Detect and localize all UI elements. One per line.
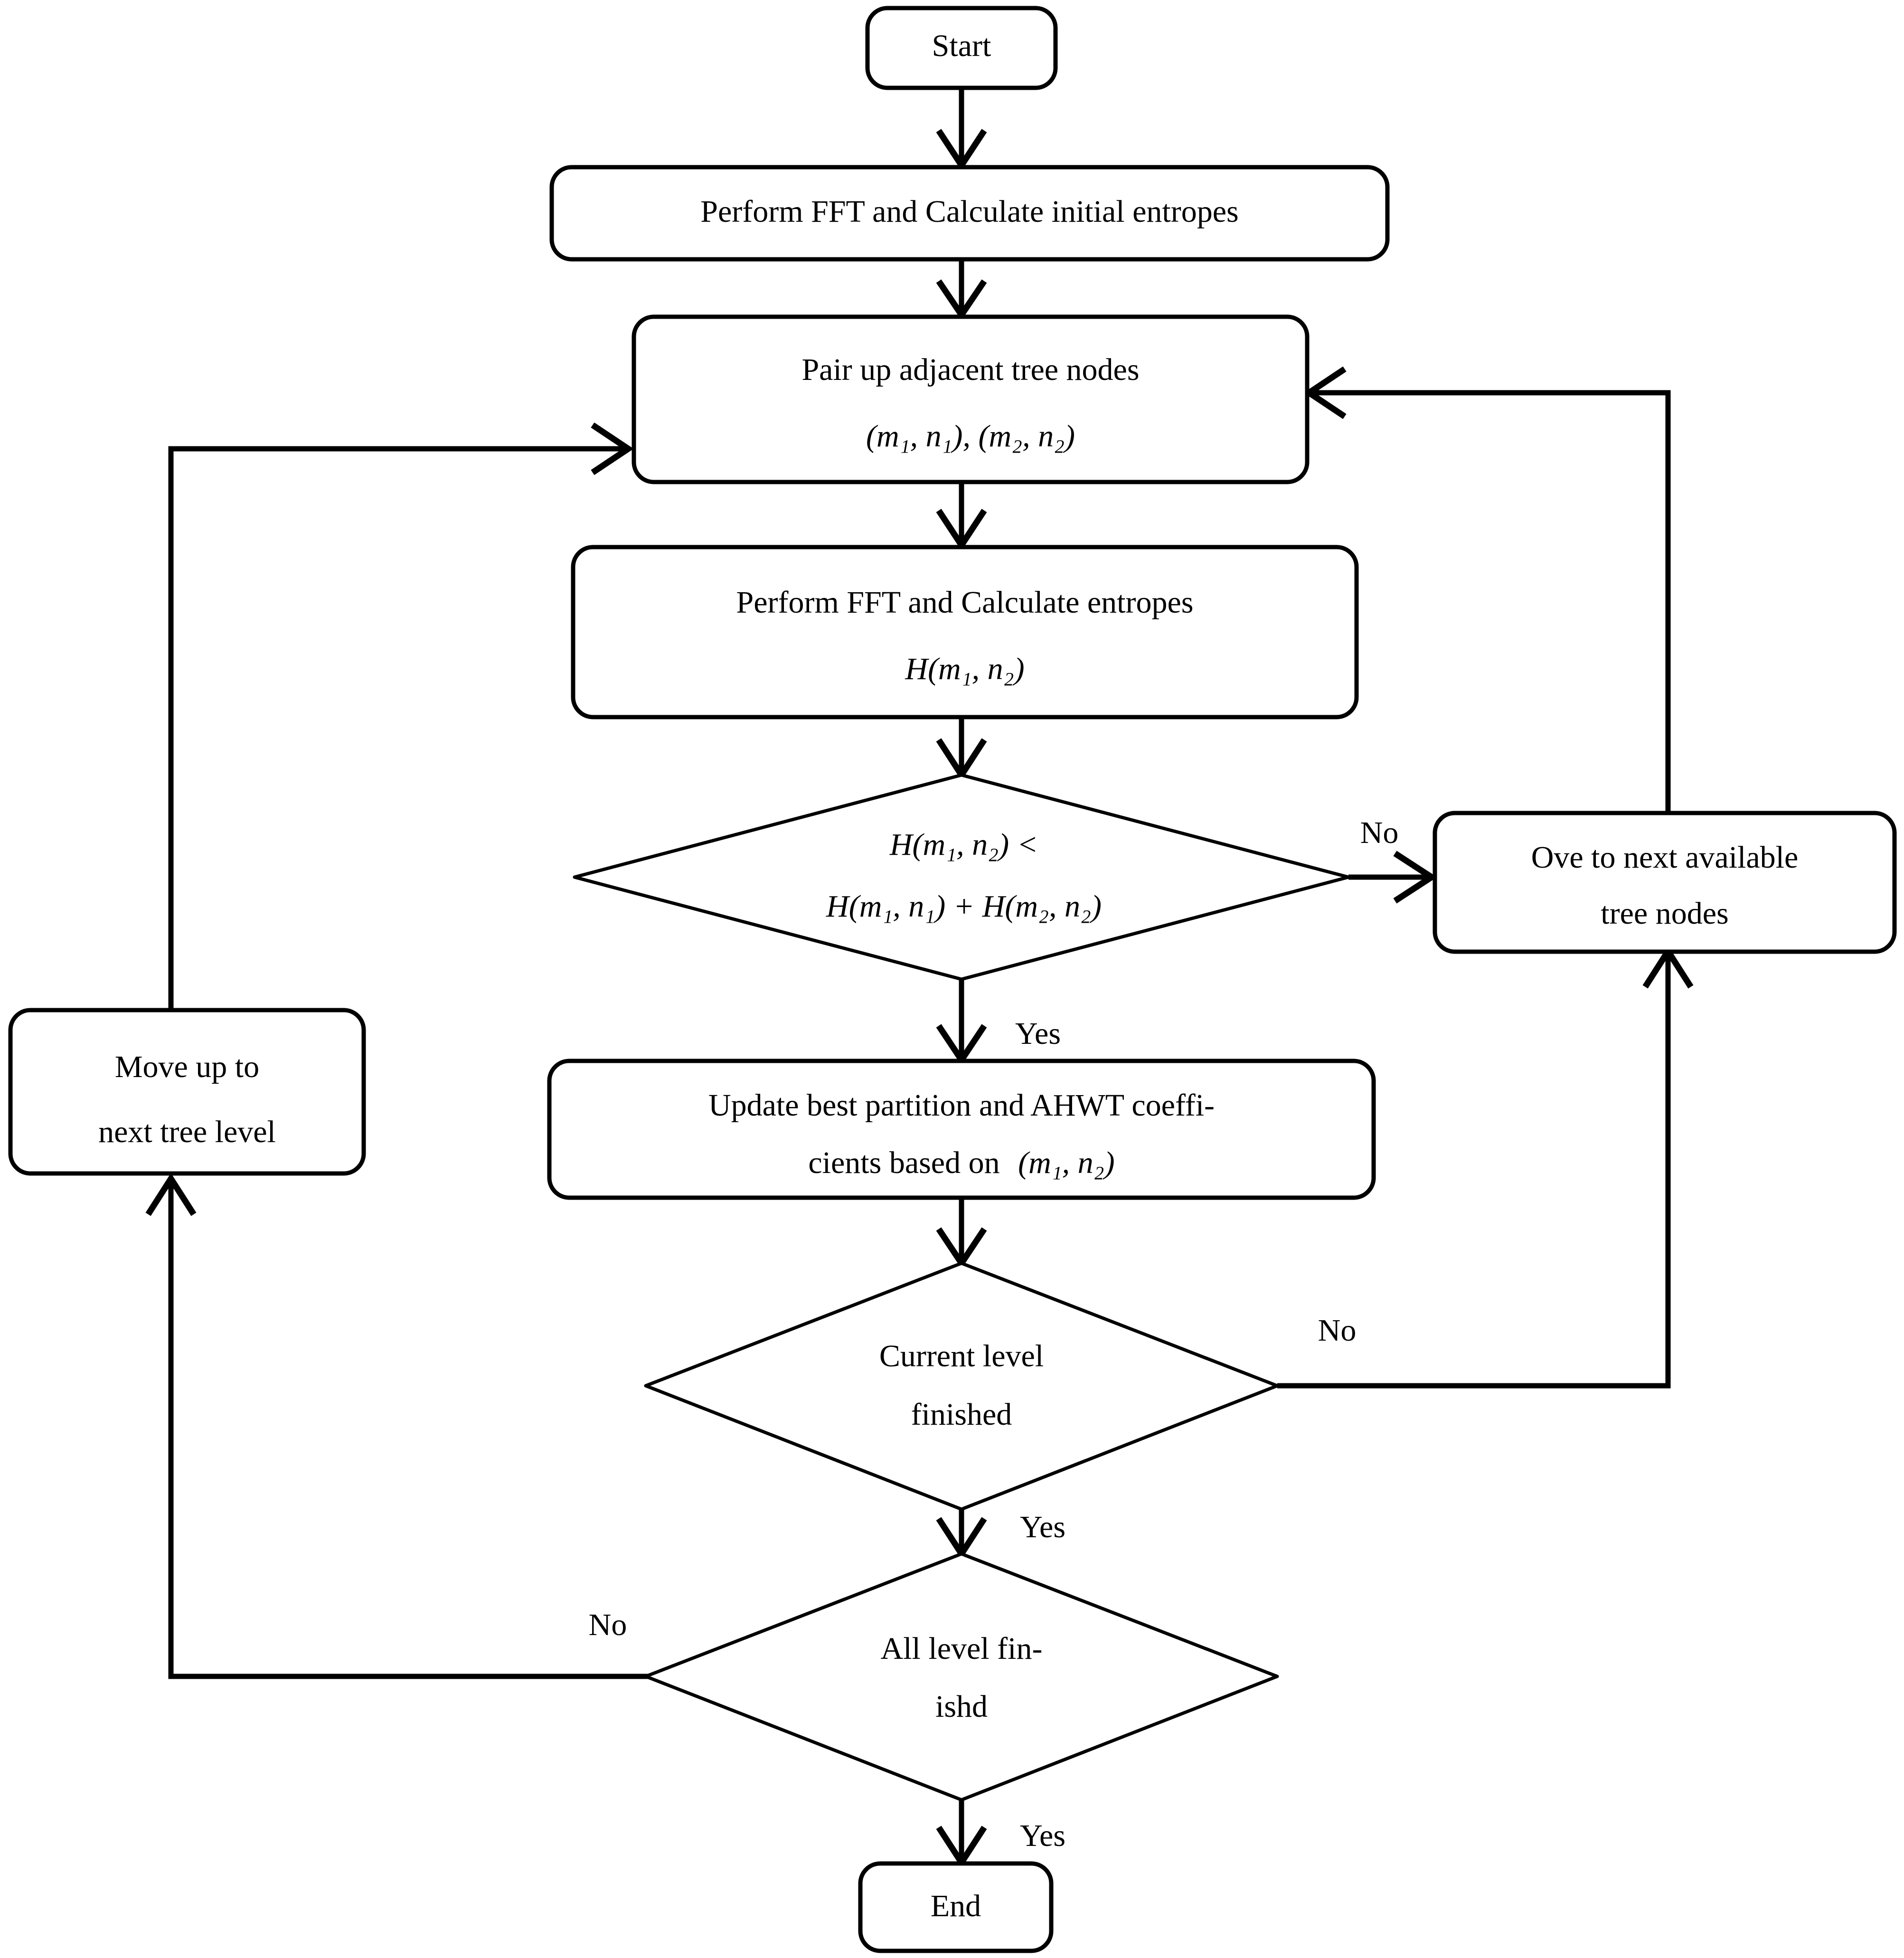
node-move-up-level-line2: next tree level <box>98 1115 276 1149</box>
node-decision-current-level[interactable]: Current level finished <box>644 1261 1279 1511</box>
node-move-next-nodes-line1: Ove to next available <box>1531 840 1799 875</box>
edge-decision-all-no <box>145 1173 650 1679</box>
node-move-next-nodes-line2: tree nodes <box>1601 896 1728 931</box>
edge-decision-entropy-no <box>1348 851 1437 904</box>
node-end-label: End <box>931 1889 981 1923</box>
node-decision-all-levels-line2: ishd <box>935 1689 988 1724</box>
edge-fft-initial-to-pair-up <box>936 259 987 321</box>
edge-label-all-levels-yes: Yes <box>1020 1818 1065 1853</box>
edge-pair-up-to-fft-entropes <box>936 482 987 551</box>
node-decision-all-levels-line1: All level fin- <box>881 1631 1043 1666</box>
edge-decision-entropy-yes <box>936 979 987 1066</box>
edge-next-nodes-to-pair-up <box>1303 366 1671 812</box>
node-fft-entropes-line1: Perform FFT and Calculate entropes <box>736 585 1194 620</box>
edge-label-current-level-no: No <box>1318 1313 1357 1348</box>
edge-label-all-levels-no: No <box>589 1608 627 1642</box>
node-pair-up[interactable]: Pair up adjacent tree nodes (m₁, n₁), (m… <box>632 314 1310 484</box>
edge-label-current-level-yes: Yes <box>1020 1510 1065 1544</box>
node-decision-entropy-line1: H(m₁, n₂) < <box>889 827 1038 862</box>
edge-update-best-to-decision-current <box>936 1197 987 1269</box>
edge-start-to-fft-initial <box>936 88 987 171</box>
edge-fft-entropes-to-decision-entropy <box>936 717 987 781</box>
node-end[interactable]: End <box>858 1861 1054 1953</box>
node-move-up-level-line1: Move up to <box>115 1050 259 1084</box>
node-pair-up-line1: Pair up adjacent tree nodes <box>801 352 1139 387</box>
node-update-best[interactable]: Update best partition and AHWT coeffi- c… <box>547 1059 1376 1200</box>
node-decision-entropy-line2: H(m₁, n₁) + H(m₂, n₂) <box>826 889 1102 924</box>
node-fft-initial-label: Perform FFT and Calculate initial entrop… <box>700 194 1238 229</box>
node-update-best-line1: Update best partition and AHWT coeffi- <box>708 1088 1215 1123</box>
edge-move-up-to-pair-up <box>168 422 634 1009</box>
node-decision-all-levels[interactable]: All level fin- ishd <box>644 1552 1279 1802</box>
node-start-label: Start <box>932 28 991 63</box>
edge-label-entropy-yes: Yes <box>1015 1016 1061 1051</box>
node-move-next-nodes[interactable]: Ove to next available tree nodes <box>1433 811 1897 954</box>
node-decision-current-level-line1: Current level <box>879 1339 1044 1373</box>
node-update-best-line2-math: (m₁, n₂) <box>1018 1145 1115 1180</box>
node-fft-initial[interactable]: Perform FFT and Calculate initial entrop… <box>549 165 1390 262</box>
node-decision-entropy[interactable]: H(m₁, n₂) < H(m₁, n₁) + H(m₂, n₂) <box>573 773 1350 981</box>
node-update-best-line2: cients based on (m₁, n₂) <box>808 1145 1114 1180</box>
node-decision-current-level-line2: finished <box>911 1397 1012 1432</box>
node-update-best-line2-text: cients based on <box>808 1145 999 1180</box>
node-move-up-level[interactable]: Move up to next tree level <box>8 1008 366 1176</box>
edge-label-entropy-no: No <box>1360 815 1399 850</box>
node-fft-entropes-math: H(m₁, n₂) <box>905 652 1024 686</box>
node-start[interactable]: Start <box>865 6 1058 90</box>
node-fft-entropes[interactable]: Perform FFT and Calculate entropes H(m₁,… <box>571 545 1359 719</box>
node-pair-up-math: (m₁, n₁), (m₂, n₂) <box>866 419 1075 454</box>
